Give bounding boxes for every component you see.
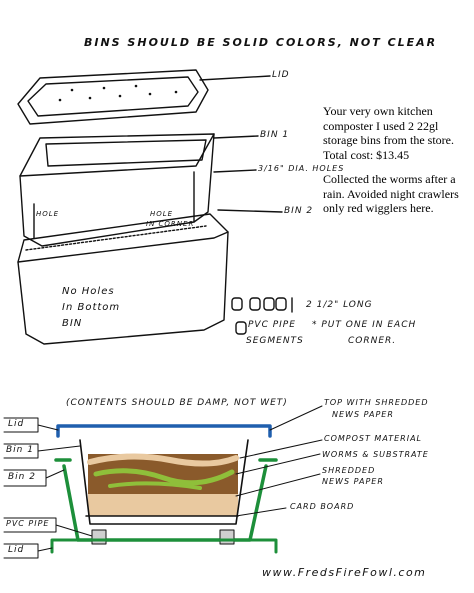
lid-top-drawing [17, 69, 209, 125]
note-composter: Your very own kitchen composter I used 2… [323, 104, 454, 162]
website-credit: www.FredsFireFowl.com [262, 566, 427, 579]
label-hole-left: HOLE [36, 210, 60, 218]
note-worms: Collected the worms after a rain. Avoide… [323, 172, 459, 215]
label-top-1: TOP WITH SHREDDED [324, 398, 429, 407]
label-hole-corner-b: IN CORNER [146, 220, 195, 228]
label-bin2: BIN 2 [284, 206, 314, 216]
label-bin2-bottom: Bin 2 [8, 472, 36, 482]
bin1-drawing [19, 133, 215, 247]
label-cardboard: CARD BOARD [290, 502, 355, 511]
label-bin1: BIN 1 [260, 130, 290, 140]
label-bin1-bottom: Bin 1 [6, 445, 34, 455]
label-worms: WORMS & SUBSTRATE [322, 450, 429, 459]
label-pvc-2: SEGMENTS [246, 336, 304, 346]
label-top-2: NEWS PAPER [332, 410, 394, 419]
label-corner-1: * PUT ONE IN EACH [312, 320, 417, 330]
label-lid: LID [272, 70, 290, 80]
lid-section [56, 424, 272, 438]
label-no-holes-3: BIN [62, 318, 83, 329]
page-title: BINS SHOULD BE SOLID COLORS, NOT CLEAR [84, 36, 438, 49]
label-holes: 3/16" DIA. HOLES [258, 164, 345, 173]
label-no-holes-2: In Bottom [62, 302, 121, 313]
label-lid-top: Lid [8, 419, 25, 429]
label-hole-corner-a: HOLE [150, 210, 174, 218]
label-compost: COMPOST MATERIAL [324, 434, 422, 443]
notes-block: Your very own kitchen composter I used 2… [323, 104, 473, 226]
label-pvc-bottom: PVC PIPE [6, 519, 50, 528]
label-no-holes-1: No Holes [62, 286, 115, 297]
label-long: 2 1/2" LONG [306, 300, 373, 310]
label-pvc-1: PVC PIPE [248, 320, 296, 330]
label-corner-2: CORNER. [348, 336, 397, 346]
caption-damp: (CONTENTS SHOULD BE DAMP, NOT WET) [66, 398, 288, 408]
bin2-drawing [17, 213, 229, 345]
label-lid-bottom: Lid [8, 545, 25, 555]
label-shred-2: NEWS PAPER [322, 477, 384, 486]
label-shred-1: SHREDDED [322, 466, 376, 475]
